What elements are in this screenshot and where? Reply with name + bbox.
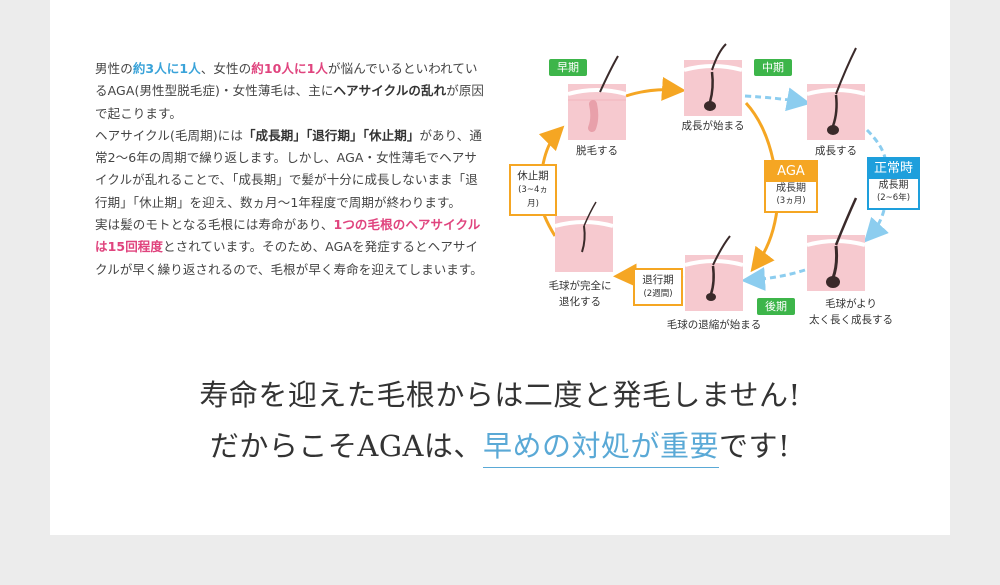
tag-late: 後期 bbox=[757, 298, 795, 315]
aga-title: 成長期 bbox=[776, 183, 806, 194]
paragraph-1: 男性の約3人に1人、女性の約10人に1人が悩んでいるといわれているAGA(男性型… bbox=[95, 58, 487, 125]
box-resting-phase: 休止期 (3~4ヵ月) bbox=[509, 164, 557, 216]
regression-duration: (2週間) bbox=[643, 289, 673, 299]
arrow-start-to-grow bbox=[744, 87, 811, 112]
label-thicker-line1: 毛球がより bbox=[825, 298, 877, 310]
text: 、女性の bbox=[200, 61, 252, 76]
text: 実は髪のモトとなる毛根には寿命があり、 bbox=[95, 217, 334, 233]
paragraph-2: ヘアサイクル(毛周期)には「成長期」「退行期」「休止期」があり、通常2～6年の周… bbox=[95, 125, 487, 214]
headline-line-1: 寿命を迎えた毛根からは二度と発毛しません! bbox=[199, 378, 801, 412]
follicle-growing-image bbox=[806, 47, 866, 140]
text: があり、通常2～6年の周期で繰り返します。しかし、AGA・女性薄毛でヘアサイクル… bbox=[95, 127, 482, 210]
highlight-15-cycles: 1つの毛根のヘアサイクルは15回程度 bbox=[95, 217, 481, 255]
label-regressed-line1: 毛球が完全に bbox=[548, 280, 612, 292]
arrow-shed-to-start bbox=[625, 76, 686, 101]
normal-title: 成長期 bbox=[878, 180, 909, 191]
hair-cycle-explanation: 男性の約3人に1人、女性の約10人に1人が悩んでいるといわれているAGA(男性型… bbox=[95, 58, 487, 281]
paragraph-3: 実は髪のモトとなる毛根には寿命があり、1つの毛根のヘアサイクルは15回程度とされ… bbox=[95, 214, 487, 281]
label-regressed-line2: 退化する bbox=[559, 296, 601, 308]
bold-hair-cycle-disorder: ヘアサイクルの乱れ bbox=[333, 83, 447, 99]
normal-duration: (2~6年) bbox=[876, 193, 911, 203]
aga-head: AGA bbox=[766, 162, 816, 182]
aga-duration: (3ヵ月) bbox=[776, 196, 806, 206]
text: が原因で起こります。 bbox=[95, 83, 485, 121]
tag-early: 早期 bbox=[549, 59, 587, 76]
label-growth-start: 成長が始まる bbox=[681, 120, 745, 132]
text: が悩んでいるといわれているAGA(男性型脱毛症)・女性薄毛は、主に bbox=[95, 61, 478, 99]
label-regress-start: 毛球の退縮が始まる bbox=[666, 319, 762, 331]
headline-accent: 早めの対処が重要 bbox=[482, 429, 719, 468]
box-aga-growth: AGA 成長期 (3ヵ月) bbox=[764, 160, 818, 213]
label-shedding: 脱毛する bbox=[576, 145, 618, 157]
follicle-thick-image bbox=[806, 197, 866, 291]
highlight-female-ratio: 約10人に1人 bbox=[251, 61, 329, 76]
regression-title: 退行期 bbox=[642, 274, 674, 286]
label-thicker-line2: 太く長く成長する bbox=[809, 314, 893, 326]
label-growing: 成長する bbox=[815, 145, 857, 157]
follicle-shedding-image bbox=[567, 55, 627, 140]
headline-pre: だからこそAGAは、 bbox=[209, 429, 483, 463]
headline-line-2: だからこそAGAは、早めの対処が重要です! bbox=[0, 423, 1000, 468]
bold-cycle-phases: 「成長期」「退行期」「休止期」 bbox=[242, 127, 420, 143]
arrow-normal-to-thick bbox=[863, 209, 889, 243]
box-normal-growth: 正常時 成長期 (2~6年) bbox=[867, 157, 920, 210]
headline-post: です! bbox=[718, 429, 791, 463]
highlight-male-ratio: 約3人に1人 bbox=[132, 61, 201, 76]
text: 男性の bbox=[95, 61, 133, 76]
text: とされています。そのため、AGAを発症するとヘアサイクルが早く繰り返されるので、… bbox=[95, 239, 483, 277]
follicle-regress-start-image bbox=[684, 235, 744, 311]
label-regressed: 毛球が完全に 退化する bbox=[540, 278, 620, 310]
arrow-thick-to-regress bbox=[741, 267, 806, 291]
arrow-grow-to-normal bbox=[865, 128, 887, 159]
tag-middle: 中期 bbox=[754, 59, 792, 76]
follicle-growth-start-image bbox=[683, 43, 743, 116]
resting-duration: (3~4ヵ月) bbox=[518, 185, 548, 209]
follicle-regressed-image bbox=[554, 201, 614, 272]
normal-head: 正常時 bbox=[869, 159, 918, 179]
label-thicker: 毛球がより 太く長く成長する bbox=[796, 296, 906, 328]
diagram-graphics bbox=[538, 43, 889, 311]
hair-cycle-diagram: 早期 中期 後期 脱毛する 成長が始まる 成長する 毛球がより 太く長く成長する… bbox=[500, 40, 940, 345]
box-regression-phase: 退行期 (2週間) bbox=[633, 268, 683, 306]
text: ヘアサイクル(毛周期)には bbox=[95, 127, 243, 143]
resting-title: 休止期 bbox=[517, 170, 549, 182]
